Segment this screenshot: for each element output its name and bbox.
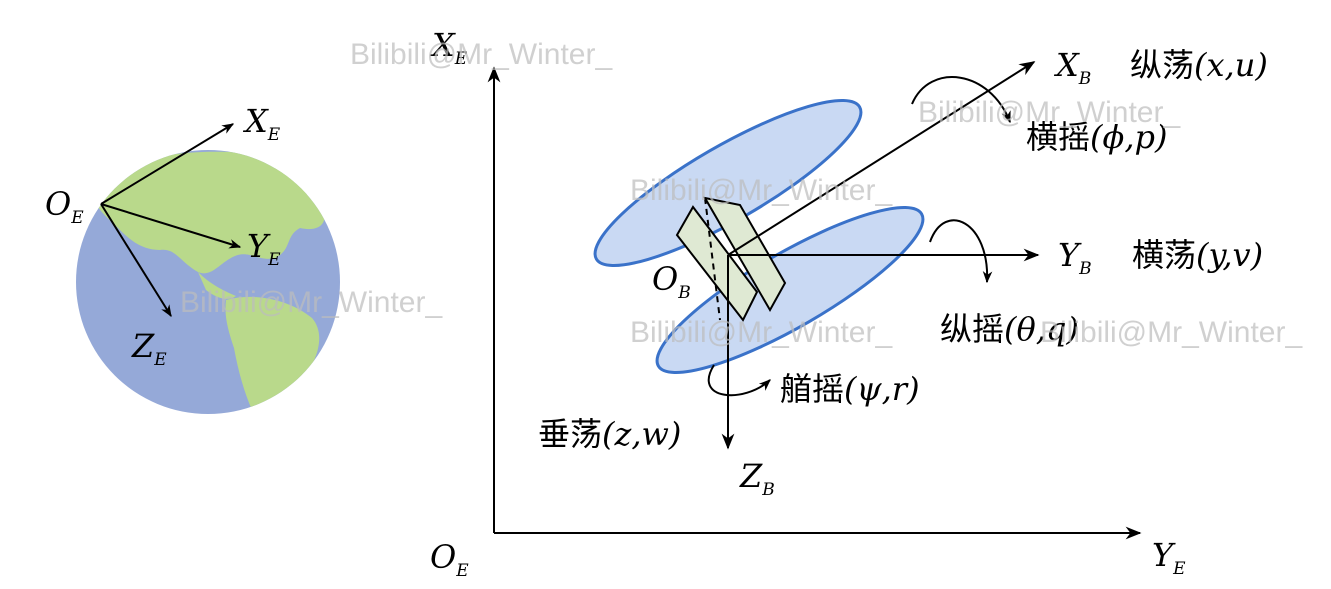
watermarks: Bilibili@Mr_Winter_ Bilibili@Mr_Winter_ … xyxy=(180,38,1303,349)
earth-x-axis-arrow xyxy=(100,123,235,205)
watermark-text: Bilibili@Mr_Winter_ xyxy=(350,38,613,71)
hull-dashed-edge xyxy=(704,197,721,321)
surge-label: 纵荡(x,u) xyxy=(1130,46,1268,84)
roll-label: 横摇(ϕ,p) xyxy=(1026,118,1167,156)
earth-z-label: ZE xyxy=(131,327,167,370)
yaw-rotation-arc xyxy=(707,364,771,397)
heave-label: 垂荡(z,w) xyxy=(538,415,681,453)
earth-globe-icon xyxy=(76,150,340,414)
earth-y-label: YE xyxy=(247,227,281,270)
watermark-text: Bilibili@Mr_Winter_ xyxy=(630,174,893,207)
sway-label: 横荡(y,v) xyxy=(1132,236,1263,274)
watermark-text: Bilibili@Mr_Winter_ xyxy=(630,316,893,349)
inertial-axes xyxy=(487,66,1142,540)
inertial-x-label: XE xyxy=(429,26,468,69)
body-z-label: ZB xyxy=(739,457,775,500)
body-axes xyxy=(721,61,1040,450)
earth-axes xyxy=(100,123,242,318)
earth-x-label: XE xyxy=(242,102,281,145)
vehicle-body xyxy=(593,99,925,374)
inertial-y-label: YE xyxy=(1152,536,1186,579)
earth-y-axis-arrow xyxy=(100,203,242,249)
central-america-landmass xyxy=(198,272,236,299)
yaw-label: 艏摇(ψ,r) xyxy=(780,370,920,408)
watermark-text: Bilibili@Mr_Winter_ xyxy=(1040,316,1303,349)
pitch-label: 纵摇(θ,q) xyxy=(940,310,1079,348)
earth-z-axis-arrow xyxy=(100,203,172,318)
earth-origin-label: OE xyxy=(45,185,84,228)
north-america-landmass xyxy=(90,151,325,274)
hull-panel-left xyxy=(675,205,759,322)
body-x-label: XB xyxy=(1053,46,1091,89)
roll-rotation-arc xyxy=(911,76,1011,124)
inertial-origin-label: OE xyxy=(430,538,469,581)
body-x-axis-arrow xyxy=(727,61,1036,256)
body-origin-label: OB xyxy=(652,260,691,303)
rotation-arcs xyxy=(707,76,1011,397)
pitch-rotation-arc xyxy=(929,219,993,284)
labels: OE XE YE ZE XE YE OE OB XB YB ZB 纵荡(x,u)… xyxy=(45,26,1268,581)
body-y-label: YB xyxy=(1058,236,1092,279)
watermark-text: Bilibili@Mr_Winter_ xyxy=(918,96,1181,129)
watermark-text: Bilibili@Mr_Winter_ xyxy=(180,286,443,319)
